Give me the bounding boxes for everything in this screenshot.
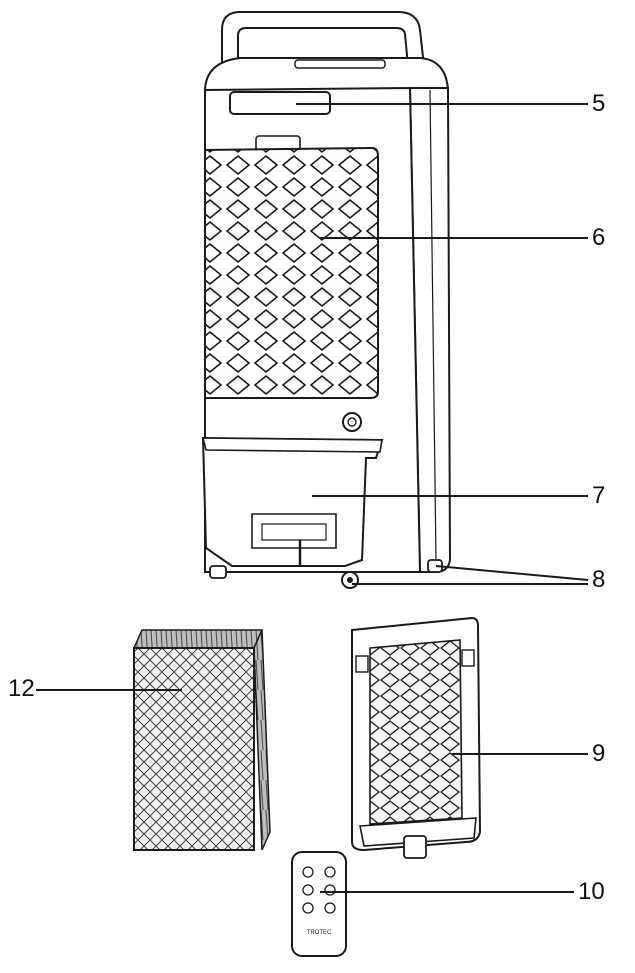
top-cover <box>203 57 450 91</box>
control-knob <box>342 412 362 432</box>
callout-8: 8 <box>592 566 606 593</box>
water-tank <box>201 436 384 567</box>
callout-7: 7 <box>592 482 606 509</box>
callout-12: 12 <box>8 675 35 702</box>
evaporation-filter <box>132 629 271 851</box>
remote-brand: TROTEC <box>307 930 332 936</box>
callout-10: 10 <box>578 878 605 905</box>
leader-lines <box>36 103 589 893</box>
callout-6: 6 <box>592 224 606 251</box>
callout-5: 5 <box>592 90 606 117</box>
front-grille <box>204 146 379 399</box>
remote-control: TROTEC <box>291 851 347 957</box>
filter-frame <box>351 616 482 859</box>
air-cooler-unit <box>201 11 452 589</box>
callout-9: 9 <box>592 740 606 767</box>
